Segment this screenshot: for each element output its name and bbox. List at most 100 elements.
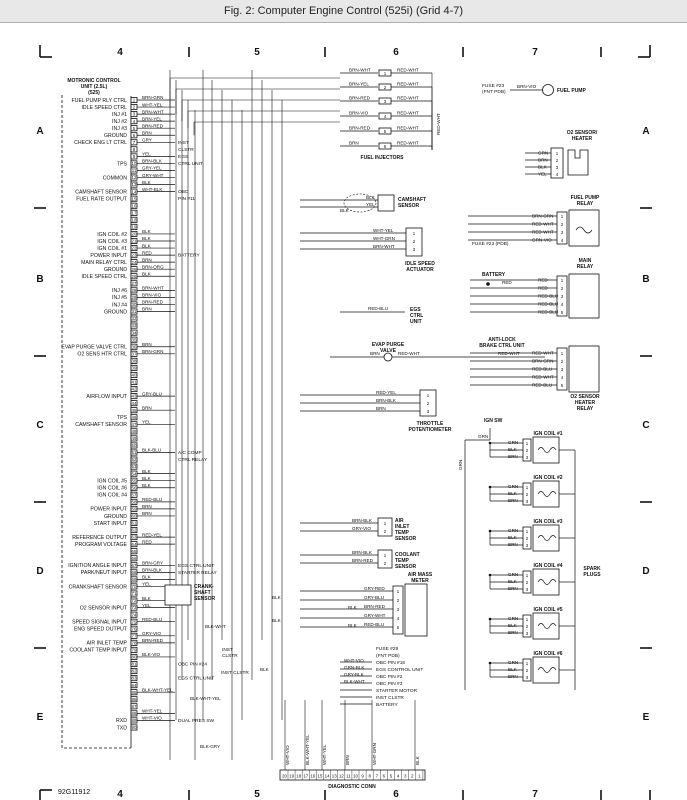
ign-coil-body [532,524,560,552]
diagnostic-wire-label: BRN [345,755,350,765]
ecu-pin-number: 26 [132,274,137,279]
ign-coil-body [532,436,560,464]
camshaft-wire-label: YEL [366,202,375,207]
ecu-pin-box [130,520,138,527]
ecu-pin-number: 30 [132,302,137,307]
ecu-pin-label: IGN COIL #2 [97,232,127,238]
abs-label: ANTI-LOCK [488,337,516,343]
idle-actuator-wire-label: WHT-YEL [373,228,394,233]
ecu-pin-label: FUEL RATE OUTPUT [76,197,128,203]
ecu-pin-number: 7 [133,140,136,145]
ecu-wire-label: GRY-YEL [142,166,162,171]
ecu-pin-box [130,625,138,632]
ecu-pin-box [130,195,138,202]
ecu-side-label: BATTERY [178,253,200,259]
injector-wire-label: RED-WHT [397,111,419,116]
ign-coil-label: IGN COIL #2 [533,475,562,481]
main-relay-pin: 1 [561,278,564,283]
ecu-pin-label: POWER INPUT [90,253,127,259]
ign-coil-wire-label: BRN [508,454,518,459]
ecu-pin-number: 37 [132,351,137,356]
ecu-pin-box [130,703,138,710]
ign-coil-winding [537,535,557,541]
ecu-side-label: PIN #11 [178,196,195,202]
ecu-pin-box [130,661,138,668]
ecu-pin-box [130,329,138,336]
ecu-wire-label: BRN [142,257,152,262]
ecu-pin-number: 62 [132,528,137,533]
ecu-pin-label: CAMSHAFT SENSOR [75,422,127,428]
injector-wire-label: RED-WHT [397,141,419,146]
ecu-pin-number: 58 [132,499,137,504]
ecu-side-label: EGS CTRL UNIT [178,563,214,569]
idle-actuator-label: IDLE SPEED [405,261,435,267]
fuel-pump-relay-pin: 3 [561,230,564,235]
ecu-pin-label: IGN COIL #5 [97,479,127,485]
ecu-wire-label: BLK-VIO [142,652,161,657]
fuel-pump-relay-label: RELAY [577,201,594,207]
ecu-pin-number: 33 [132,323,137,328]
ecu-pin-label: AIRFLOW INPUT [86,394,127,400]
ecu-pin-label: IGN COIL #6 [97,486,127,492]
ecu-pin-label: FUEL PUMP RLY CTRL [72,98,128,104]
evap-wire-label: BRN [370,351,380,356]
ecu-wire-label: BRN-ORG [142,264,164,269]
injector-wire-label: RED-WHT [397,82,419,87]
air-inlet-label: TEMP [395,530,410,536]
ecu-wire-label: BRN-YEL [142,116,162,121]
ecu-pin-number: 77 [132,633,137,638]
injectors-caption: FUEL INJECTORS [361,155,405,161]
ecu-pin-box [130,442,138,449]
ecu-wire-label: BRN [142,511,152,516]
ecu-pin-number: 48 [132,429,137,434]
ecu-pin-number: 82 [132,669,137,674]
ecu-side-label: STARTER RELAY [178,570,217,576]
battery-terminal [486,282,490,286]
injector-wire-label: BRN-YEL [349,82,369,87]
evap-label: EVAP PURGE [372,342,405,348]
throttle-wire-label: BRN [376,406,386,411]
throttle-pin: 2 [427,401,430,406]
ecu-pin-number: 12 [132,175,137,180]
ecu-pin-label: PROGRAM VOLTAGE [75,542,128,548]
grid-column-number: 6 [393,47,399,58]
coolant-label: TEMP [395,558,410,564]
ecu-pin-box [130,364,138,371]
ecu-pin-label: AIR INLET TEMP [87,641,128,647]
ecu-pin-label: START INPUT [94,521,128,527]
ecu-wire-label: BLK-WHT-YEL [142,687,173,692]
o2-heater-relay-label: RELAY [577,406,594,412]
ecu-pin-number: 6 [133,133,136,138]
diagnostic-pin: 19 [289,774,294,779]
ecu-pin-number: 84 [132,683,137,688]
ecu-pin-label: INJ #4 [112,302,127,308]
ecu-pin-box [130,209,138,216]
ecu-pin-label: INJ #6 [112,288,127,294]
ecu-pin-label: IDLE SPEED CTRL [81,105,127,111]
ign-coil-wire-label: GRN [508,440,518,445]
ecu-wire-label: GRY-BLU [142,391,162,396]
mid-inst-label: INST [222,647,233,653]
ecu-wire-label: YEL [142,582,151,587]
ecu-wire-label: RED-YEL [142,532,162,537]
ign-coil-wire-label: BLK [508,447,518,452]
grid-column-number: 5 [254,789,260,800]
ecu-pin-label: IGN COIL #3 [97,239,127,245]
o2-heater-relay-body [568,345,600,393]
diagnostic-pin: 6 [383,774,386,779]
ecu-pin-box [130,386,138,393]
ecu-pin-label: GROUND [104,514,127,520]
bottom-wire-label: GRY-BLK [344,672,365,677]
diagnostic-wire-label: WHT-YEL [322,744,327,765]
ecu-pin-label: IGN COIL #4 [97,493,127,499]
o2-heater-relay-pin: 2 [561,359,564,364]
ecu-pin-number: 72 [132,598,137,603]
spark-plugs-label: SPARK [583,566,601,572]
ecu-wire-label: BRN [142,504,152,509]
abs-label: BRAKE CTRL UNIT [479,343,524,349]
ecu-pin-box [130,435,138,442]
ign-coil-wire-label: GRN [508,660,518,665]
ign-coil-body [532,480,560,508]
ecu-pin-label: COOLANT TEMP INPUT [69,648,127,654]
